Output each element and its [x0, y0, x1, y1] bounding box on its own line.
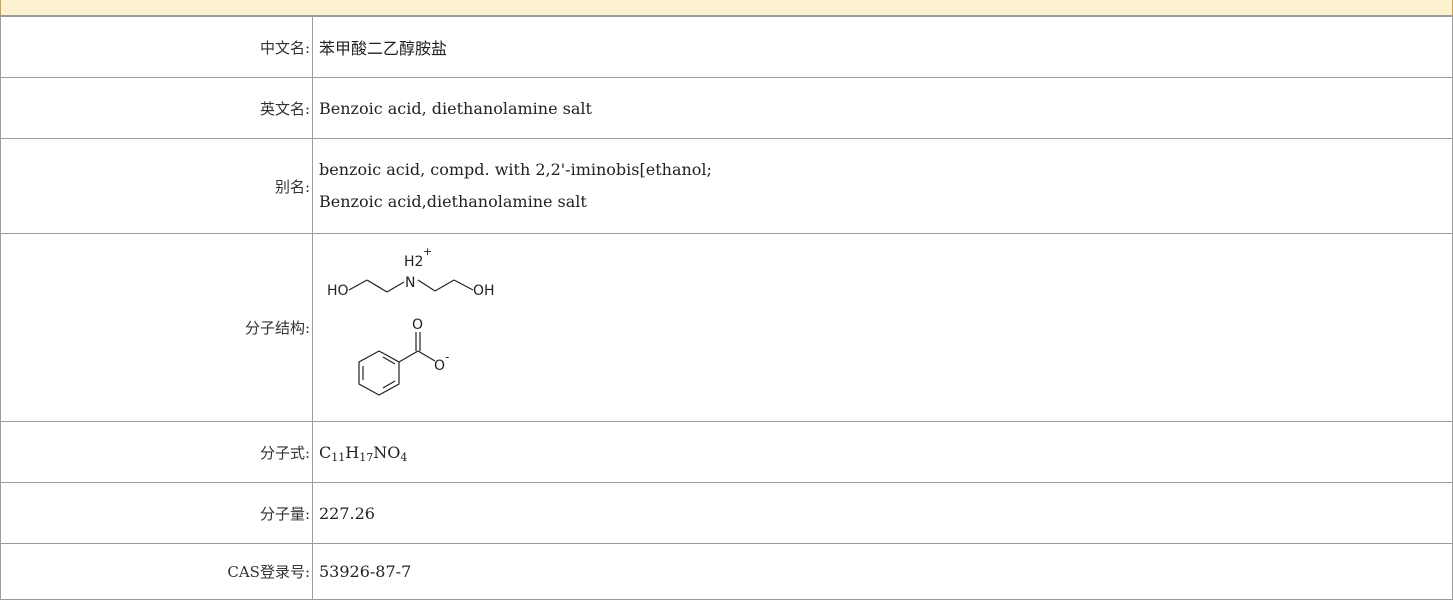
formula-count: 11 [331, 450, 346, 464]
property-table: 中文名: 苯甲酸二乙醇胺盐 英文名: Benzoic acid, diethan… [0, 16, 1453, 600]
english-name-label: 英文名: [0, 77, 313, 139]
english-name-value: Benzoic acid, diethanolamine salt [312, 77, 1453, 139]
table-row: CAS登录号: 53926-87-7 [0, 543, 1453, 600]
formula-count: 4 [400, 450, 408, 464]
atom-label: OH [473, 283, 495, 299]
alias-label: 别名: [0, 138, 313, 234]
alias-value: benzoic acid, compd. with 2,2'-iminobis[… [312, 138, 1453, 234]
molecular-weight-label: 分子量: [0, 482, 313, 544]
atom-label: O [434, 358, 445, 374]
formula-element: H [345, 442, 360, 462]
atom-label: O [412, 317, 423, 333]
table-row: 别名: benzoic acid, compd. with 2,2'-imino… [0, 138, 1453, 234]
molecular-formula-label: 分子式: [0, 421, 313, 483]
chinese-name-label: 中文名: [0, 16, 313, 78]
atom-label: - [445, 350, 449, 364]
molecular-formula-value: C11H17NO4 [312, 421, 1453, 483]
atom-label: N [405, 275, 415, 291]
alias-item: Benzoic acid,diethanolamine salt [319, 192, 587, 211]
formula-element: NO [373, 442, 401, 462]
cas-number-value: 53926-87-7 [312, 543, 1453, 600]
atom-label: HO [327, 283, 349, 299]
molecular-weight-value: 227.26 [312, 482, 1453, 544]
table-row: 中文名: 苯甲酸二乙醇胺盐 [0, 16, 1453, 78]
molecular-structure-image: HO N H2 + OH O O - [327, 245, 495, 396]
formula-count: 17 [359, 450, 374, 464]
structure-label: 分子结构: [0, 233, 313, 422]
alias-item: benzoic acid, compd. with 2,2'-iminobis[… [319, 160, 712, 179]
top-header-band [0, 0, 1453, 16]
table-row: 分子结构: [0, 233, 1453, 422]
table-row: 分子量: 227.26 [0, 482, 1453, 544]
table-row: 分子式: C11H17NO4 [0, 421, 1453, 483]
table-row: 英文名: Benzoic acid, diethanolamine salt [0, 77, 1453, 139]
cas-number-label: CAS登录号: [0, 543, 313, 600]
chinese-name-value: 苯甲酸二乙醇胺盐 [312, 16, 1453, 78]
atom-label: H2 [404, 254, 423, 270]
structure-value: HO N H2 + OH O O - [312, 233, 1453, 422]
atom-label: + [423, 245, 432, 258]
formula-element: C [319, 442, 332, 462]
